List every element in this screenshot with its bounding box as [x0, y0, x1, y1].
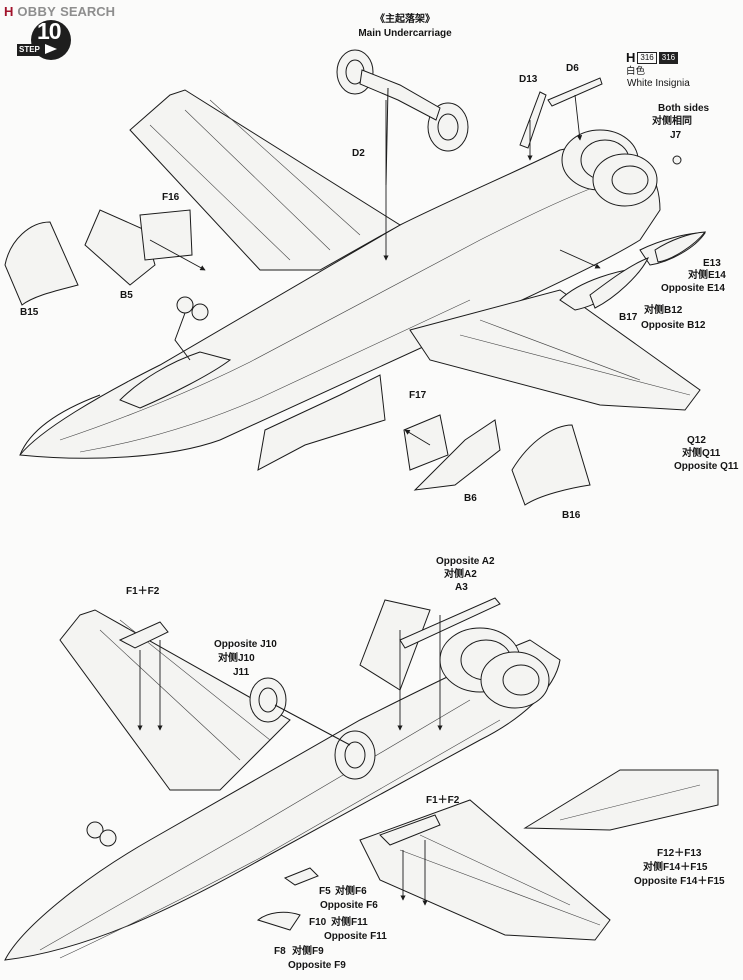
label-f12f13: F12＋F13 [657, 848, 702, 859]
part-f1f2-mid [379, 814, 441, 846]
part-d13 [519, 91, 547, 149]
label-j11: J11 [233, 667, 250, 678]
step-label: STEP [19, 45, 40, 54]
label-b5: B5 [120, 290, 133, 301]
label-e14-cn: 对侧E14 [688, 270, 726, 281]
label-b16: B16 [562, 510, 581, 521]
paint-code: H 316 316 [626, 50, 679, 65]
label-q11-en: Opposite Q11 [674, 461, 739, 472]
label-b15: B15 [20, 307, 39, 318]
label-j10-en: Opposite J10 [214, 639, 277, 650]
label-a2-cn: 对侧A2 [444, 569, 477, 580]
paint-code-b: 316 [658, 51, 679, 64]
part-e13 [654, 231, 707, 263]
label-f11-cn: 对侧F11 [331, 917, 368, 928]
label-e14-en: Opposite E14 [661, 283, 725, 294]
label-f1f2-mid: F1＋F2 [426, 795, 460, 806]
label-a3: A3 [455, 582, 468, 593]
part-a3 [399, 597, 501, 649]
label-j7: J7 [670, 130, 682, 141]
part-b6-assy [257, 374, 386, 471]
label-j10-cn: 对侧J10 [218, 653, 255, 664]
label-q12: Q12 [687, 435, 706, 446]
label-f17: F17 [409, 390, 427, 401]
paint-letter: H [626, 50, 636, 65]
part-j7 [672, 155, 682, 165]
logo-word: OBBY [17, 4, 57, 19]
label-f5: F5 [319, 886, 331, 897]
label-d13: D13 [519, 74, 538, 85]
part-f1f2-top [118, 621, 169, 649]
label-f14f15-en: Opposite F14＋F15 [634, 876, 725, 887]
label-f6-cn: 对侧F6 [335, 886, 367, 897]
label-f14f15-cn: 对侧F14＋F15 [643, 862, 708, 873]
logo-word-search: SEARCH [60, 4, 116, 19]
label-e13: E13 [703, 258, 721, 269]
label-b6: B6 [464, 493, 477, 504]
part-f16 [139, 209, 193, 261]
part-f5 [283, 867, 319, 886]
part-b17 [589, 257, 649, 309]
label-f6-en: Opposite F6 [320, 900, 378, 911]
label-both-sides-cn: 对侧相同 [652, 116, 692, 127]
step-badge: 10 STEP [17, 18, 77, 64]
paint-color-cn: 白色 [626, 66, 646, 77]
label-f16: F16 [162, 192, 180, 203]
label-b17: B17 [619, 312, 638, 323]
step-number: 10 [37, 18, 62, 44]
part-f8 [256, 911, 301, 931]
label-f8: F8 [274, 946, 286, 957]
paint-color-en: White Insignia [627, 78, 690, 89]
label-q11-cn: 对侧Q11 [682, 448, 721, 459]
label-b12-cn: 对侧B12 [644, 305, 683, 316]
paint-code-a: 316 [637, 51, 657, 64]
label-d2: D2 [352, 148, 365, 159]
label-f9-en: Opposite F9 [288, 960, 346, 971]
part-b6 [413, 419, 501, 491]
main-undercarriage-detail [336, 49, 469, 261]
bottom-aircraft [4, 599, 611, 961]
part-d6 [547, 77, 603, 107]
label-both-sides-en: Both sides [658, 103, 710, 114]
label-b12-en: Opposite B12 [641, 320, 706, 331]
label-a2-en: Opposite A2 [436, 556, 495, 567]
part-b16 [511, 424, 591, 506]
label-f11-en: Opposite F11 [324, 931, 387, 942]
logo-mark: H [4, 4, 14, 19]
label-d6: D6 [566, 63, 579, 74]
part-f12f13 [523, 769, 719, 831]
undercarriage-title-cn: 《主起落架》 [375, 14, 435, 25]
label-f1f2-top: F1＋F2 [126, 586, 160, 597]
part-b15 [4, 221, 79, 306]
undercarriage-title-en: Main Undercarriage [358, 28, 452, 39]
label-f9-cn: 对侧F9 [292, 946, 324, 957]
label-f10: F10 [309, 917, 327, 928]
